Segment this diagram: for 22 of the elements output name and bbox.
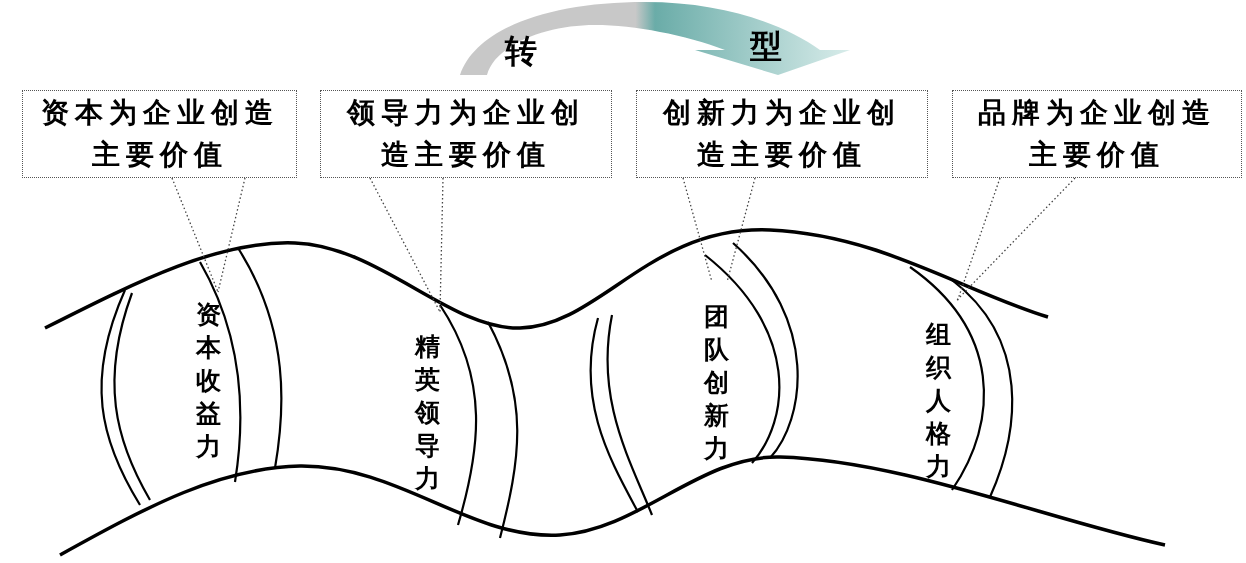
arrow-label: 转 bbox=[505, 33, 537, 69]
leader-line bbox=[726, 177, 756, 283]
callout-box bbox=[320, 90, 612, 178]
callout-box bbox=[22, 90, 297, 178]
leader-line bbox=[217, 177, 246, 293]
arrow-label: 型 bbox=[750, 28, 782, 64]
callout-text: 品牌为企业创造主要价值 bbox=[977, 95, 1217, 173]
vertical-label: 组织人格力 bbox=[926, 319, 953, 483]
callout-text: 资本为企业创造主要价值 bbox=[39, 95, 280, 173]
callout-box bbox=[952, 90, 1242, 178]
leader-line bbox=[956, 177, 1001, 303]
callout-text: 创新力为企业创造主要价值 bbox=[661, 95, 902, 173]
vertical-label: 资本收益力 bbox=[196, 299, 222, 463]
vertical-label: 精英领导力 bbox=[415, 331, 441, 495]
leader-line bbox=[171, 177, 219, 293]
leader-line bbox=[439, 177, 444, 313]
leader-line bbox=[682, 177, 713, 283]
callout-text: 领导力为企业创造主要价值 bbox=[345, 95, 586, 173]
leader-line bbox=[369, 177, 441, 313]
callout-box bbox=[636, 90, 928, 178]
leader-line bbox=[956, 177, 1076, 301]
vertical-label: 团队创新力 bbox=[704, 301, 730, 465]
